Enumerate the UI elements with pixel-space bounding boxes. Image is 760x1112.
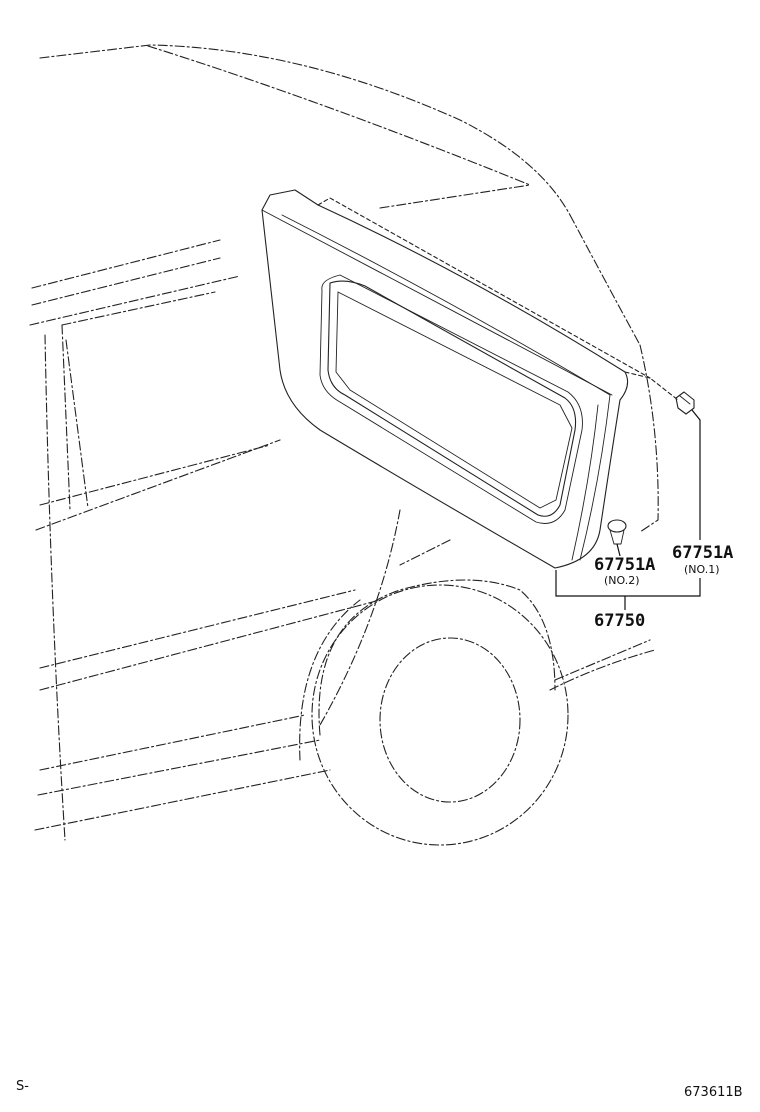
corner-label-left: S- xyxy=(16,1079,29,1094)
part-number-trim-panel: 67750 xyxy=(594,611,645,631)
clip-no1 xyxy=(675,391,695,415)
rear-wheel xyxy=(299,579,569,846)
part-number-clip-no2: 67751A xyxy=(594,555,655,575)
illustration-code: 673611B xyxy=(684,1085,743,1100)
clip-no1-note: (NO.1) xyxy=(684,563,720,576)
quarter-trim-panel xyxy=(261,189,629,569)
part-number-clip-no1: 67751A xyxy=(672,543,733,563)
vehicle-body-outline xyxy=(29,44,659,841)
installation-guide-lines xyxy=(317,197,679,401)
clip-no2-note: (NO.2) xyxy=(604,574,640,587)
leader-lines xyxy=(555,409,701,610)
clip-no2 xyxy=(607,519,627,545)
